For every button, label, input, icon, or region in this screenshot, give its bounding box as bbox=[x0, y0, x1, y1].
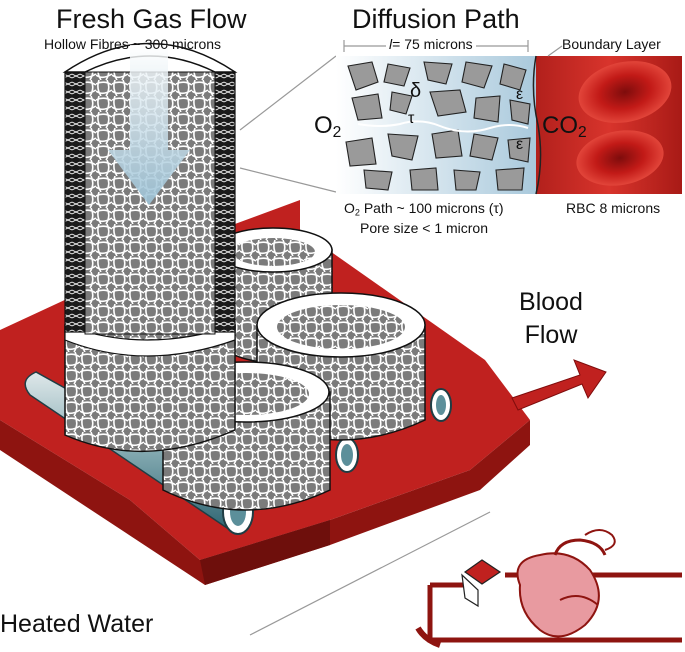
epsilon-symbol-bottom: ε bbox=[516, 136, 524, 153]
oxygen-path-line bbox=[357, 120, 529, 133]
fresh-gas-arrow bbox=[108, 45, 190, 205]
red-blood-cells bbox=[576, 61, 672, 186]
blood-flow-label-line1: Blood bbox=[519, 288, 583, 316]
hollow-fibre-cutaway bbox=[62, 42, 238, 452]
fresh-gas-flow-title: Fresh Gas Flow bbox=[56, 4, 247, 34]
length-value: = 75 microns bbox=[392, 36, 473, 52]
inset-pointer-lines bbox=[239, 55, 491, 636]
tau-symbol: τ bbox=[408, 110, 415, 127]
diffusion-path-inset bbox=[336, 40, 682, 195]
hollow-fibre-right bbox=[256, 292, 426, 441]
length-symbol: l bbox=[389, 36, 393, 52]
hollow-fibres-label: Hollow Fibres ~ 300 microns bbox=[44, 36, 222, 52]
o2-path-label: O2 Path ~ 100 microns (τ) bbox=[344, 200, 504, 218]
epsilon-symbol-top: ε bbox=[516, 86, 524, 103]
pore-size-label: Pore size < 1 micron bbox=[360, 220, 488, 236]
o2-label: O2 bbox=[314, 112, 342, 141]
blood-flow-label-line2: Flow bbox=[524, 321, 578, 349]
membrane-particles bbox=[345, 61, 531, 191]
diffusion-path-title: Diffusion Path bbox=[352, 4, 520, 34]
heated-water-label: Heated Water bbox=[0, 610, 154, 638]
co2-label: CO2 bbox=[542, 112, 587, 141]
blood-flow-arrow bbox=[511, 359, 607, 411]
delta-symbol: δ bbox=[410, 80, 422, 102]
heart-circuit-inset bbox=[415, 529, 682, 648]
boundary-layer-label: Boundary Layer bbox=[562, 36, 661, 52]
rbc-label: RBC 8 microns bbox=[566, 200, 661, 216]
